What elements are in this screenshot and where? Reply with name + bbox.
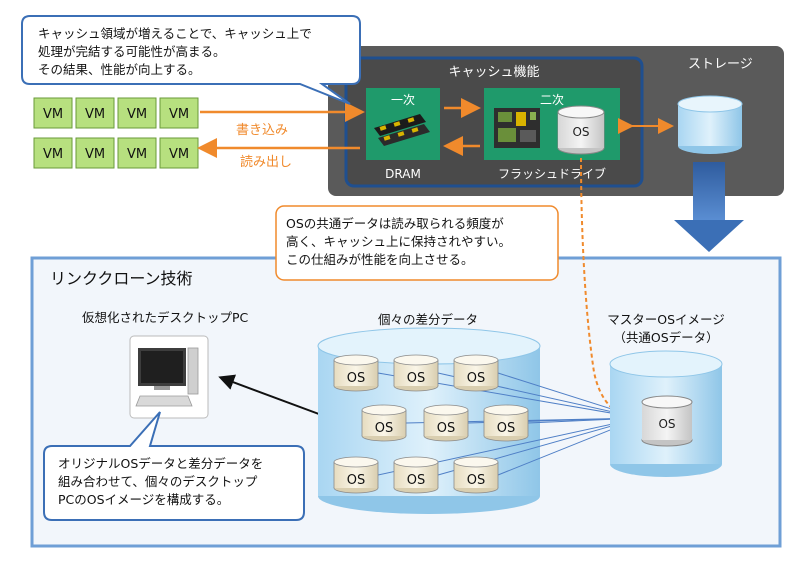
- cached-os-label: OS: [572, 125, 589, 139]
- top-callout-line-1: キャッシュ領域が増えることで、キャッシュ上で: [38, 26, 312, 41]
- vm-box: VM: [117, 137, 157, 169]
- vm-grid: VM VM VM VM VM VM VM VM: [33, 97, 199, 169]
- desktop-pc-label: 仮想化されたデスクトップPC: [82, 310, 249, 325]
- master-os-label-2: （共通OSデータ）: [613, 330, 718, 345]
- middle-callout-line-1: OSの共通データは読み取られる頻度が: [286, 216, 504, 231]
- vm-label: VM: [169, 107, 189, 122]
- diff-os-cylinder: OS: [423, 404, 469, 442]
- bottom-callout-line-3: PCのOSイメージを構成する。: [58, 492, 229, 507]
- diff-os-label: OS: [467, 473, 485, 488]
- master-os-label-1: マスターOSイメージ: [607, 312, 725, 327]
- storage-title: ストレージ: [688, 57, 753, 72]
- primary-device-label: DRAM: [385, 167, 421, 181]
- vm-box: VM: [75, 97, 115, 129]
- master-os-inner-label: OS: [658, 417, 675, 431]
- diff-os-cylinder: OS: [333, 456, 379, 494]
- diff-os-cylinders: OS OS OS OS OS OS OS OS OS: [333, 354, 529, 494]
- diff-os-label: OS: [437, 421, 455, 436]
- diff-os-label: OS: [497, 421, 515, 436]
- middle-callout: OSの共通データは読み取られる頻度が 高く、キャッシュ上に保持されやすい。 この…: [275, 205, 559, 281]
- middle-callout-line-3: この仕組みが性能を向上させる。: [286, 252, 474, 267]
- vm-box: VM: [159, 137, 199, 169]
- vm-label: VM: [85, 107, 105, 122]
- secondary-device-label: フラッシュドライブ: [498, 166, 606, 181]
- write-label: 書き込み: [236, 123, 288, 138]
- secondary-cache-flash: 二次 OS フラッシュドライブ: [484, 88, 620, 181]
- vm-label: VM: [43, 147, 63, 162]
- vm-label: VM: [43, 107, 63, 122]
- vm-label: VM: [85, 147, 105, 162]
- top-callout-line-3: その結果、性能が向上する。: [38, 62, 201, 77]
- vm-box: VM: [117, 97, 157, 129]
- top-callout: キャッシュ領域が増えることで、キャッシュ上で 処理が完結する可能性が高まる。 そ…: [21, 15, 361, 105]
- vm-label: VM: [169, 147, 189, 162]
- vm-box: VM: [159, 97, 199, 129]
- diff-os-cylinder: OS: [333, 354, 379, 392]
- middle-callout-line-2: 高く、キャッシュ上に保持されやすい。: [286, 234, 511, 249]
- primary-label: 一次: [391, 93, 415, 107]
- master-os-cylinder: [609, 350, 723, 477]
- flash-board-icon: [494, 108, 540, 148]
- diff-os-label: OS: [347, 473, 365, 488]
- diff-data-label: 個々の差分データ: [378, 312, 478, 327]
- diff-os-label: OS: [347, 371, 365, 386]
- cache-function-title: キャッシュ機能: [448, 65, 539, 80]
- diff-os-label: OS: [467, 371, 485, 386]
- vm-box: VM: [75, 137, 115, 169]
- vm-box: VM: [33, 97, 73, 129]
- primary-cache-dram: 一次 DRAM: [366, 88, 440, 181]
- diff-os-cylinder: OS: [453, 456, 499, 494]
- diff-os-label: OS: [407, 473, 425, 488]
- bottom-callout-line-1: オリジナルOSデータと差分データを: [58, 456, 263, 471]
- secondary-label: 二次: [540, 93, 564, 107]
- master-os-inner-cylinder: OS: [641, 395, 693, 447]
- os-cache-link-dotted: [580, 157, 638, 425]
- desktop-pc-icon: [129, 335, 209, 419]
- storage-disk-cylinder: [677, 95, 743, 154]
- read-label: 読み出し: [240, 154, 292, 170]
- diff-os-cylinder: OS: [361, 404, 407, 442]
- diff-os-label: OS: [375, 421, 393, 436]
- vm-label: VM: [127, 147, 147, 162]
- diff-os-cylinder: OS: [393, 354, 439, 392]
- diff-os-cylinder: OS: [393, 456, 439, 494]
- top-callout-line-2: 処理が完結する可能性が高まる。: [38, 44, 226, 59]
- bottom-callout-line-2: 組み合わせて、個々のデスクトップ: [58, 474, 258, 489]
- dram-module-icon: [374, 114, 430, 146]
- storage-down-arrow: [674, 162, 744, 252]
- diff-os-label: OS: [407, 371, 425, 386]
- vm-box: VM: [33, 137, 73, 169]
- linked-clone-title: リンククローン技術: [50, 269, 193, 288]
- diff-os-cylinder: OS: [483, 404, 529, 442]
- diff-os-cylinder: OS: [453, 354, 499, 392]
- bottom-callout: オリジナルOSデータと差分データを 組み合わせて、個々のデスクトップ PCのOS…: [43, 411, 305, 521]
- vm-label: VM: [127, 107, 147, 122]
- cached-os-cylinder: OS: [557, 105, 605, 155]
